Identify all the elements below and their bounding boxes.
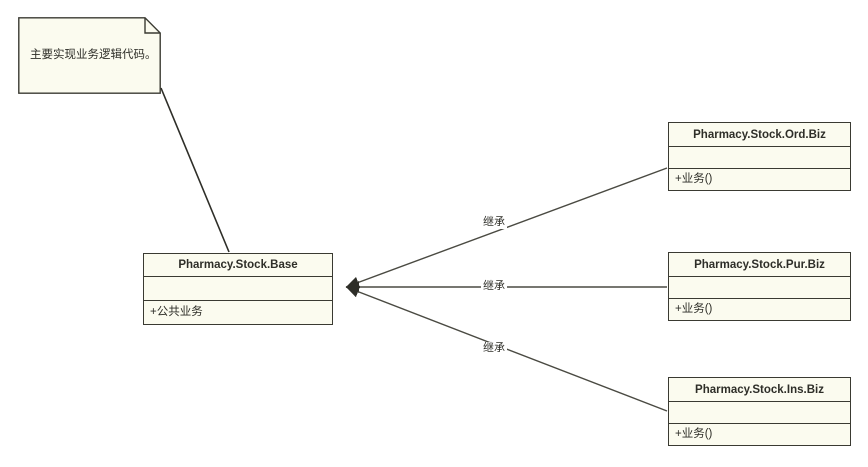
edge-label-ord-to-base: 继承 xyxy=(481,216,507,229)
class-operations-pur: +业务() xyxy=(669,299,850,320)
class-box-pharmacy-stock-base[interactable]: Pharmacy.Stock.Base +公共业务 xyxy=(143,253,333,325)
class-box-pharmacy-stock-pur-biz[interactable]: Pharmacy.Stock.Pur.Biz +业务() xyxy=(668,252,851,321)
class-operations-ins: +业务() xyxy=(669,424,850,445)
note-shape-icon xyxy=(18,17,161,94)
class-attributes-ord xyxy=(669,147,850,169)
class-operations-ord: +业务() xyxy=(669,169,850,190)
class-box-pharmacy-stock-ord-biz[interactable]: Pharmacy.Stock.Ord.Biz +业务() xyxy=(668,122,851,191)
class-name-ins: Pharmacy.Stock.Ins.Biz xyxy=(669,378,850,402)
note-text: 主要实现业务逻辑代码。 xyxy=(30,49,157,61)
class-name-base: Pharmacy.Stock.Base xyxy=(144,254,332,277)
class-name-ord: Pharmacy.Stock.Ord.Biz xyxy=(669,123,850,147)
class-operations-base: +公共业务 xyxy=(144,301,332,324)
class-attributes-base xyxy=(144,277,332,301)
note-comment: 主要实现业务逻辑代码。 xyxy=(18,17,161,94)
class-attributes-ins xyxy=(669,402,850,424)
class-name-pur: Pharmacy.Stock.Pur.Biz xyxy=(669,253,850,277)
edge-label-pur-to-base: 继承 xyxy=(481,280,507,293)
note-connector-line xyxy=(160,87,230,253)
class-attributes-pur xyxy=(669,277,850,299)
class-box-pharmacy-stock-ins-biz[interactable]: Pharmacy.Stock.Ins.Biz +业务() xyxy=(668,377,851,446)
edge-label-ins-to-base: 继承 xyxy=(481,342,507,355)
